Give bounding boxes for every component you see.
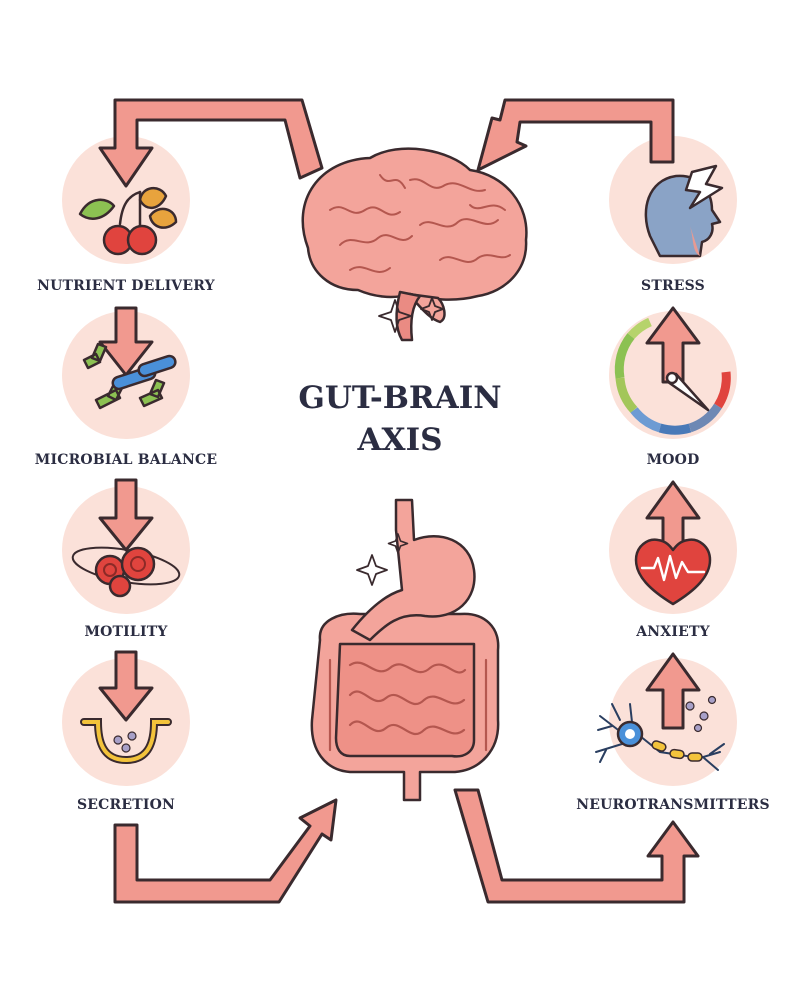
neurotransmitters-to-anxiety-arrow [645, 652, 701, 730]
mood-to-stress-arrow [645, 306, 701, 384]
label-anxiety: ANXIETY [636, 624, 710, 640]
secretion-gland-icon [80, 718, 172, 765]
label-neurotransmitters: NEUROTRANSMITTERS [576, 797, 770, 813]
diagram-title: GUT-BRAIN AXIS [250, 378, 550, 462]
mood-gauge-icon [614, 317, 731, 435]
nutrient-to-microbial-arrow [98, 306, 154, 377]
digestive-system-icon [310, 498, 500, 802]
label-secretion: SECRETION [77, 797, 175, 813]
title-line-1: GUT-BRAIN [298, 380, 502, 416]
label-stress: STRESS [641, 278, 705, 294]
motility-to-secretion-arrow [98, 650, 154, 722]
label-microbial-balance: MICROBIAL BALANCE [34, 452, 218, 468]
label-nutrient-delivery: NUTRIENT DELIVERY [37, 278, 215, 294]
microbial-to-motility-arrow [98, 478, 154, 552]
brain-icon [301, 147, 528, 342]
label-motility: MOTILITY [84, 624, 168, 640]
nutrient-circle [62, 136, 190, 264]
heart-pulse-icon [634, 538, 712, 606]
secretion-circle [62, 658, 190, 786]
stress-to-brain-arrow [476, 98, 675, 172]
motility-cells-icon [71, 546, 181, 598]
neuron-icon [595, 695, 725, 771]
gut-to-neurotransmitters-arrow [453, 788, 700, 904]
cherries-leaves-icon [78, 187, 178, 256]
bacteria-icon [82, 342, 177, 410]
brain-to-nutrient-arrow [98, 98, 324, 188]
stressed-head-icon [644, 164, 724, 258]
label-mood: MOOD [646, 452, 700, 468]
secretion-to-gut-arrow [113, 798, 338, 904]
title-line-2: AXIS [357, 421, 443, 458]
